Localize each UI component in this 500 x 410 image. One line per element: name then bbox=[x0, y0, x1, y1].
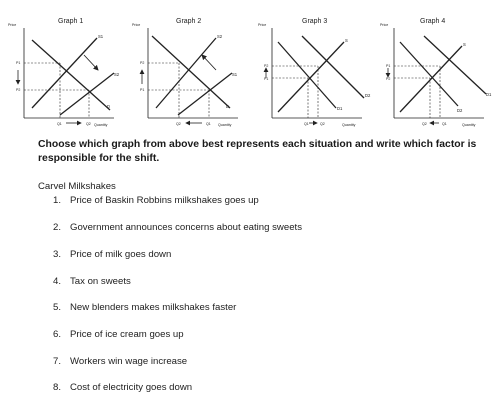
item-text: Price of Baskin Robbins milkshakes goes … bbox=[70, 195, 259, 206]
curve-label: S bbox=[345, 38, 348, 43]
list-item: 3. Price of milk goes down bbox=[53, 249, 171, 260]
q-label: Q2 bbox=[422, 122, 427, 126]
graph-4: Graph 4 Price Quantity S D1 D2 P1 P2 Q2 … bbox=[380, 18, 492, 127]
supply-curve bbox=[277, 41, 345, 113]
price-axis-label: Price bbox=[8, 23, 16, 27]
p-label: P2 bbox=[140, 61, 144, 65]
graph-title: Graph 2 bbox=[176, 18, 201, 25]
demand-curve-2 bbox=[399, 41, 459, 107]
q-label: Q2 bbox=[320, 122, 325, 126]
price-axis-label: Price bbox=[132, 23, 140, 27]
q-label: Q1 bbox=[57, 122, 62, 126]
item-number: 6. bbox=[53, 329, 62, 340]
curve-label: S1 bbox=[98, 34, 104, 39]
price-axis-label: Price bbox=[380, 23, 388, 27]
curve-label: S2 bbox=[217, 34, 223, 39]
list-item: 1. Price of Baskin Robbins milkshakes goe… bbox=[53, 195, 259, 206]
curve-label: D1 bbox=[486, 92, 492, 97]
quantity-axis-label: Quantity bbox=[94, 123, 108, 127]
list-item: 7. Workers win wage increase bbox=[53, 356, 187, 367]
p-label: P1 bbox=[264, 77, 268, 81]
item-text: Cost of electricity goes down bbox=[70, 382, 193, 393]
graph-title: Graph 3 bbox=[302, 18, 327, 25]
q-label: Q2 bbox=[86, 122, 91, 126]
item-number: 5. bbox=[53, 302, 62, 313]
item-number: 4. bbox=[53, 276, 62, 287]
list-item: 5. New blenders makes milkshakes faster bbox=[53, 302, 236, 313]
p-label: P2 bbox=[16, 88, 20, 92]
shift-arrow bbox=[201, 54, 217, 71]
supply-curve-2 bbox=[59, 72, 115, 116]
p-label: P1 bbox=[386, 64, 390, 68]
curve-label: D bbox=[107, 104, 110, 109]
graph-title: Graph 4 bbox=[420, 18, 445, 25]
demand-curve bbox=[31, 39, 111, 111]
quantity-axis-label: Quantity bbox=[218, 123, 232, 127]
curve-label: D2 bbox=[457, 108, 463, 113]
curve-label: S bbox=[463, 42, 466, 47]
instructions: Choose which graph from above best repre… bbox=[38, 139, 477, 164]
item-number: 3. bbox=[53, 249, 62, 260]
graph-1: Graph 1 Price Quantity S1 S2 D P1 P2 Q1 … bbox=[8, 18, 120, 127]
demand-curve-1 bbox=[423, 35, 487, 95]
graphs-row: Graph 1 Price Quantity S1 S2 D P1 P2 Q1 … bbox=[0, 0, 500, 134]
item-text: Price of milk goes down bbox=[70, 249, 172, 260]
q-label: Q1 bbox=[206, 122, 211, 126]
price-axis-label: Price bbox=[258, 23, 266, 27]
supply-curve bbox=[399, 45, 463, 113]
supply-curve-2 bbox=[155, 37, 217, 109]
item-number: 2. bbox=[53, 222, 62, 233]
p-label: P1 bbox=[16, 61, 20, 65]
graph-title: Graph 1 bbox=[58, 18, 83, 25]
graph-2: Graph 2 Price Quantity S2 S1 D P2 P1 Q2 … bbox=[132, 18, 238, 127]
demand-curve-2 bbox=[301, 35, 365, 99]
demand-curve bbox=[151, 35, 231, 109]
item-number: 8. bbox=[53, 382, 62, 393]
curve-label: D1 bbox=[337, 106, 343, 111]
list-item: 8. Cost of electricity goes down bbox=[53, 382, 192, 393]
curve-label: S2 bbox=[114, 72, 120, 77]
demand-curve-1 bbox=[277, 41, 337, 109]
section-title: Carvel Milkshakes bbox=[38, 181, 116, 192]
list-item: 4. Tax on sweets bbox=[53, 276, 131, 287]
q-label: Q1 bbox=[304, 122, 309, 126]
item-number: 1. bbox=[53, 195, 62, 206]
graph-3: Graph 3 Price Quantity S D2 D1 P2 P1 Q1 … bbox=[258, 18, 371, 127]
list-item: 2. Government announces concerns about ea… bbox=[53, 222, 302, 233]
quantity-axis-label: Quantity bbox=[462, 123, 476, 127]
q-label: Q1 bbox=[442, 122, 447, 126]
list-item: 6. Price of ice cream goes up bbox=[53, 329, 184, 340]
p-label: P2 bbox=[264, 64, 268, 68]
curve-label: S1 bbox=[232, 72, 238, 77]
item-text: Government announces concerns about eati… bbox=[70, 222, 302, 233]
item-text: New blenders makes milkshakes faster bbox=[70, 302, 237, 313]
item-text: Price of ice cream goes up bbox=[70, 329, 184, 340]
item-number: 7. bbox=[53, 356, 62, 367]
supply-curve-1 bbox=[177, 72, 233, 116]
item-text: Workers win wage increase bbox=[70, 356, 188, 367]
quantity-axis-label: Quantity bbox=[342, 123, 356, 127]
q-label: Q2 bbox=[176, 122, 181, 126]
item-text: Tax on sweets bbox=[70, 276, 131, 287]
shift-arrow bbox=[83, 54, 99, 71]
p-label: P2 bbox=[386, 77, 390, 81]
curve-label: D2 bbox=[365, 93, 371, 98]
supply-curve-1 bbox=[31, 37, 98, 109]
curve-label: D bbox=[226, 104, 229, 109]
p-label: P1 bbox=[140, 88, 144, 92]
